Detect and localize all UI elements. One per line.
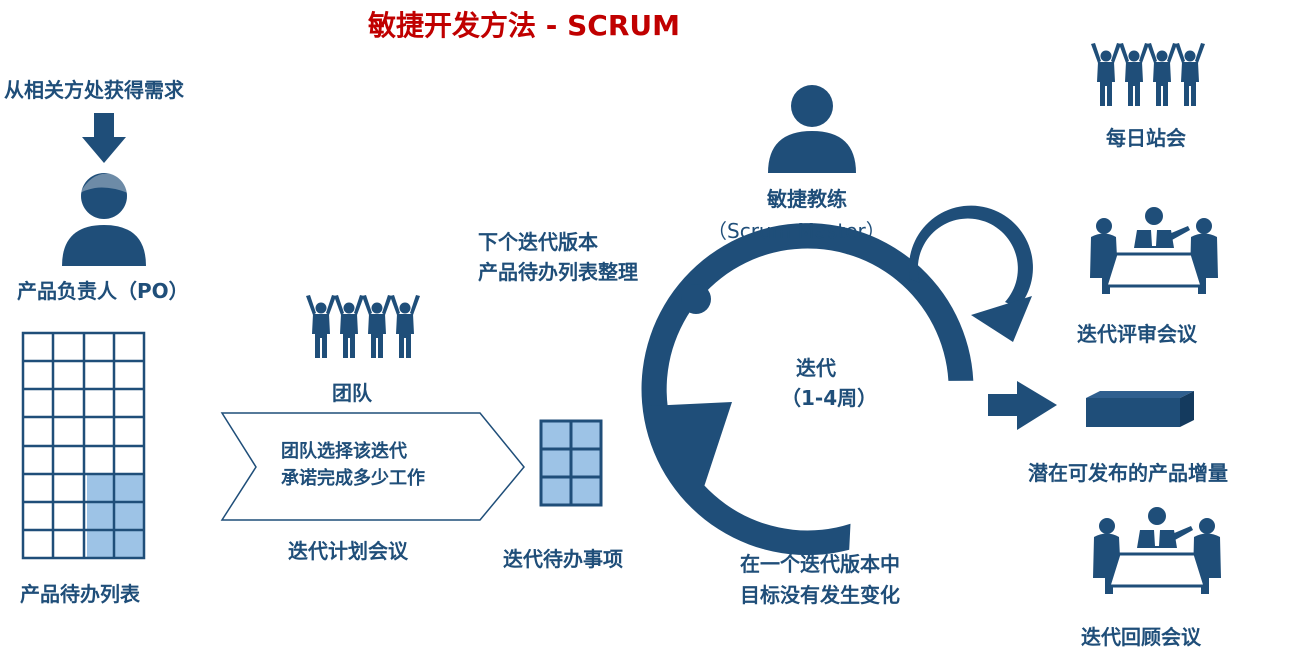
retro-meeting-icon — [1091, 505, 1223, 596]
planning-line2: 承诺完成多少工作 — [281, 468, 425, 489]
no-change-line1: 在一个迭代版本中 — [740, 552, 900, 576]
scrum-master-line1: 敏捷教练 — [767, 187, 847, 211]
person-icon — [62, 173, 146, 266]
sprint-backlog-grid — [539, 419, 603, 507]
stakeholders-label: 从相关方处获得需求 — [4, 78, 184, 102]
down-arrow-icon — [82, 113, 126, 163]
refinement-line2: 产品待办列表整理 — [478, 260, 638, 284]
daily-standup-label: 每日站会 — [1106, 126, 1186, 150]
team-icon — [306, 295, 420, 358]
product-backlog-label: 产品待办列表 — [20, 582, 140, 606]
review-meeting-icon — [1088, 205, 1220, 296]
right-arrow-icon — [988, 381, 1057, 430]
sprint-line2: （1-4周） — [781, 386, 878, 410]
daily-loop-arrow — [908, 205, 1033, 342]
page-title: 敏捷开发方法 - SCRUM — [368, 9, 680, 42]
no-change-line2: 目标没有发生变化 — [740, 583, 900, 607]
scrum-master-line2: （Scrum Master） — [707, 219, 886, 243]
team-label: 团队 — [332, 381, 372, 405]
scrum-master-person-icon — [768, 85, 856, 173]
sprint-backlog-label: 迭代待办事项 — [503, 547, 623, 571]
planning-chevron — [220, 412, 525, 521]
refinement-line1: 下个迭代版本 — [478, 230, 598, 254]
retrospective-label: 迭代回顾会议 — [1081, 625, 1201, 649]
sprint-line1: 迭代 — [796, 356, 836, 380]
product-bar-icon — [1086, 391, 1194, 427]
planning-line1: 团队选择该迭代 — [281, 441, 407, 462]
sprint-review-label: 迭代评审会议 — [1077, 322, 1197, 346]
cycle-arrow-icon — [641, 223, 974, 556]
planning-meeting-label: 迭代计划会议 — [288, 539, 408, 563]
increment-label: 潜在可发布的产品增量 — [1028, 461, 1228, 485]
product-backlog-grid — [21, 331, 146, 560]
standup-team-icon — [1091, 43, 1205, 106]
product-owner-label: 产品负责人（PO） — [17, 279, 189, 303]
